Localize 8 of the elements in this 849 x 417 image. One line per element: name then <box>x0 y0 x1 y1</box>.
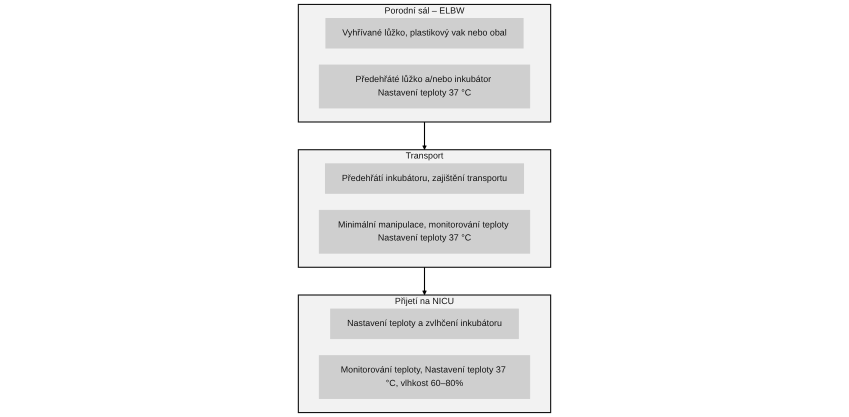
arrow <box>422 122 427 150</box>
node-box: Předehřáté lůžko a/nebo inkubátor Nastavení teploty 37 °C <box>318 64 530 108</box>
node-box: Předehřátí inkubátoru, zajištění transportu <box>324 163 524 194</box>
arrow <box>422 267 427 296</box>
node-box: Minimální manipulace, monitorování teploty Nastavení teploty 37 °C <box>318 210 530 254</box>
node-box: Vyhřívané lůžko, plastikový vak nebo obal <box>325 18 524 49</box>
node-box: Monitorování teploty, Nastavení teploty 37 °C, vlhkost 60–80% <box>318 355 530 399</box>
node-box: Nastavení teploty a zvlhčení inkubátoru <box>330 308 519 340</box>
